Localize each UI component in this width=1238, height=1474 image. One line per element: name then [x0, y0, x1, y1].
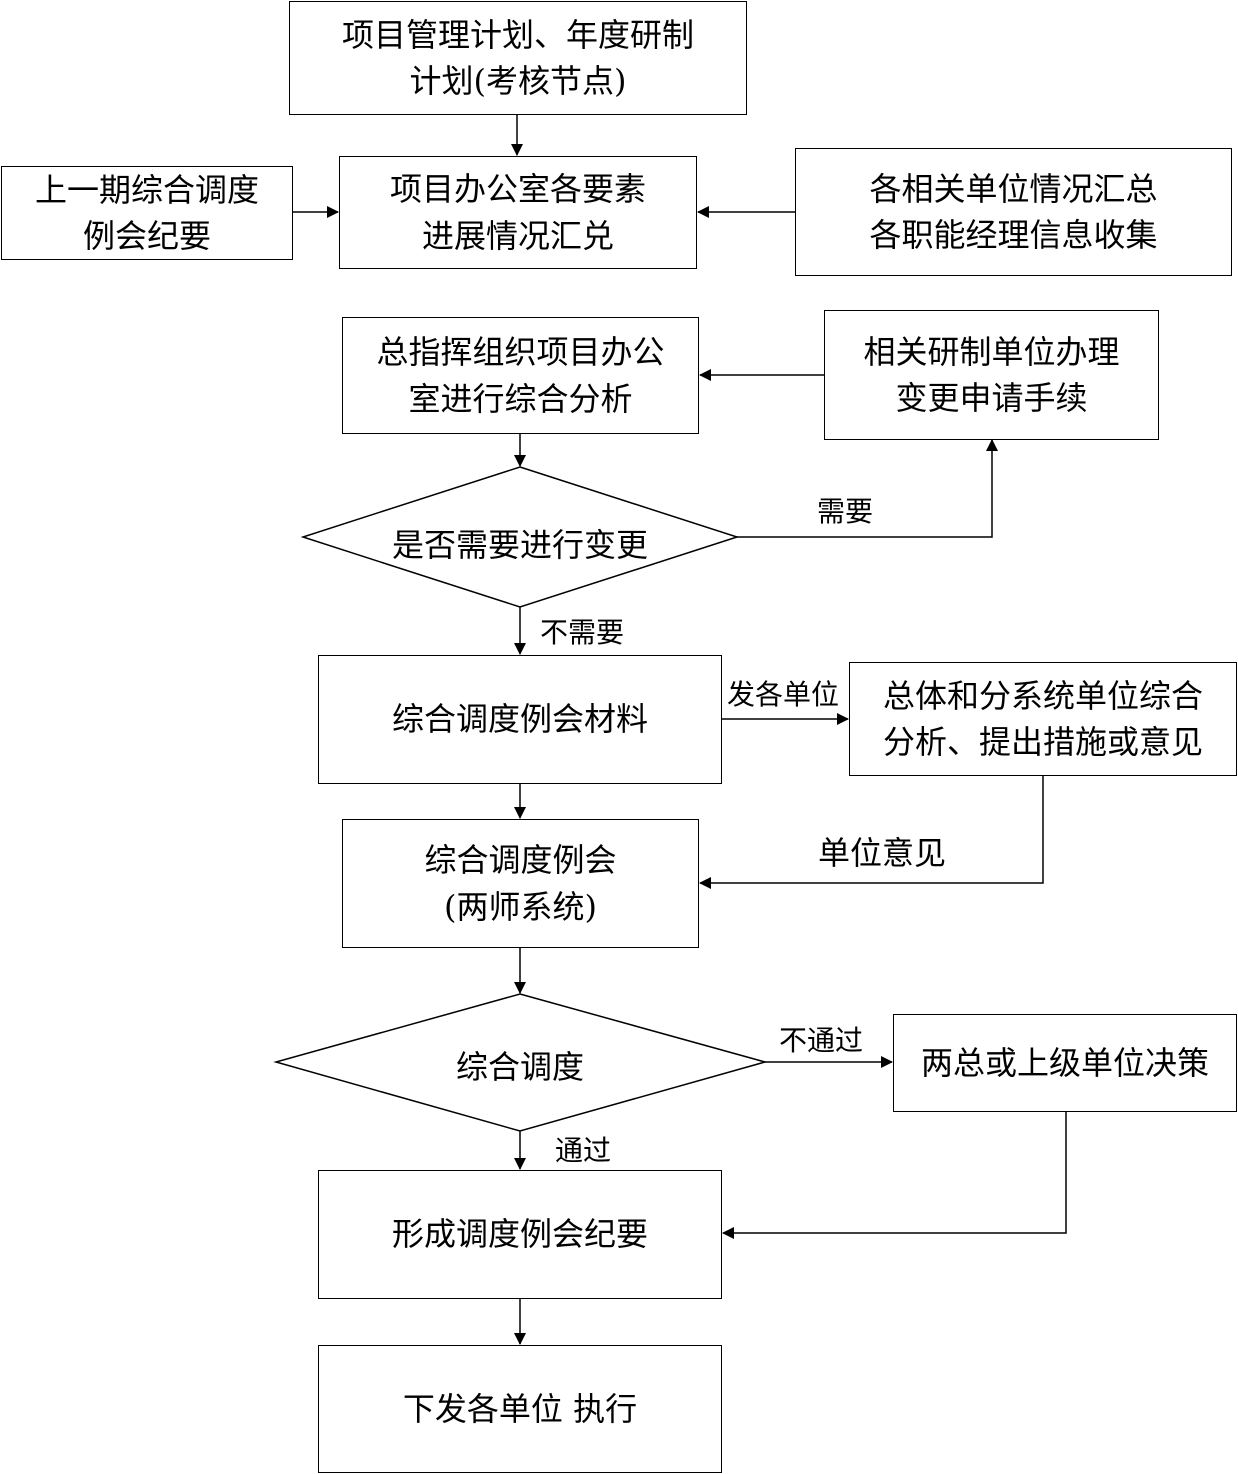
edge-label-need: 需要: [817, 495, 874, 528]
decision-dispatch-diamond: [273, 993, 768, 1132]
edge-label-fail: 不通过: [779, 1024, 864, 1057]
chief-analysis-text: 总指挥组织项目办公 室进行综合分析: [376, 333, 665, 418]
system-analysis-text: 总体和分系统单位综合 分析、提出措施或意见: [882, 676, 1203, 761]
higher-decision-text: 两总或上级单位决策: [920, 1043, 1209, 1082]
higher-decision-box: 两总或上级单位决策: [893, 1014, 1237, 1112]
last-minutes-text: 上一期综合调度 例会纪要: [34, 170, 259, 255]
plan-box: 项目管理计划、年度研制 计划(考核节点): [289, 1, 747, 115]
decision-change-text: 是否需要进行变更: [391, 526, 648, 564]
system-analysis-box: 总体和分系统单位综合 分析、提出措施或意见: [849, 662, 1237, 776]
arrow-decision-need: [736, 439, 998, 538]
last-minutes-box: 上一期综合调度 例会纪要: [1, 166, 293, 260]
decision-dispatch-text: 综合调度: [455, 1048, 584, 1086]
arrow-higher-to-minutes: [722, 1111, 1067, 1239]
plan-text: 项目管理计划、年度研制 计划(考核节点): [341, 15, 694, 100]
issue-execute-text: 下发各单位 执行: [402, 1389, 638, 1428]
office-summary-text: 项目办公室各要素 进展情况汇兑: [389, 170, 646, 255]
edge-label-no-need: 不需要: [540, 616, 625, 649]
decision-change-diamond: [300, 466, 740, 608]
edge-label-send-units: 发各单位: [727, 678, 840, 711]
meeting-box: 综合调度例会 (两师系统): [342, 819, 699, 948]
meeting-materials-text: 综合调度例会材料: [391, 700, 648, 739]
units-summary-box: 各相关单位情况汇总 各职能经理信息收集: [795, 148, 1232, 276]
office-summary-box: 项目办公室各要素 进展情况汇兑: [339, 156, 697, 269]
edge-label-unit-opinion: 单位意见: [818, 834, 947, 872]
issue-execute-box: 下发各单位 执行: [318, 1345, 722, 1473]
form-minutes-text: 形成调度例会纪要: [391, 1215, 648, 1254]
change-request-text: 相关研制单位办理 变更申请手续: [863, 332, 1120, 417]
arrow-opinion-to-meeting: [699, 776, 1044, 889]
meeting-text: 综合调度例会 (两师系统): [424, 841, 617, 926]
chief-analysis-box: 总指挥组织项目办公 室进行综合分析: [342, 317, 699, 434]
edge-label-pass: 通过: [555, 1134, 612, 1167]
form-minutes-box: 形成调度例会纪要: [318, 1170, 722, 1299]
change-request-box: 相关研制单位办理 变更申请手续: [824, 310, 1159, 440]
units-summary-text: 各相关单位情况汇总 各职能经理信息收集: [869, 169, 1158, 254]
meeting-materials-box: 综合调度例会材料: [318, 655, 722, 784]
